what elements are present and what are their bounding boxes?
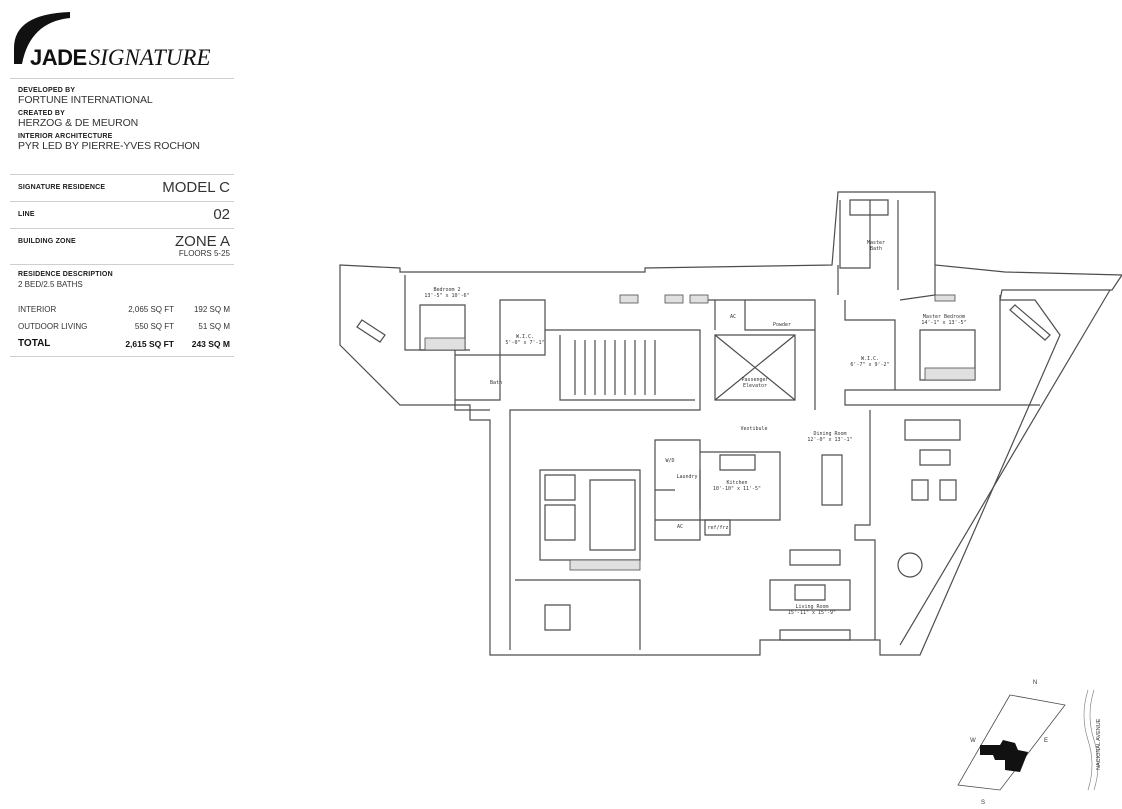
svg-text:13'-5" x 10'-6": 13'-5" x 10'-6" xyxy=(424,293,469,299)
divider xyxy=(10,264,234,265)
room-label-living: Living Room xyxy=(795,604,828,610)
room-label-bath: Bath xyxy=(490,380,502,386)
area-table: INTERIOR 2,065 SQ FT 192 SQ M OUTDOOR LI… xyxy=(18,301,230,352)
svg-text:5'-0" x 7'-1": 5'-0" x 7'-1" xyxy=(505,340,544,346)
logo-mark-icon xyxy=(14,12,70,64)
signature-residence-row: SIGNATURE RESIDENCE MODEL C xyxy=(10,175,234,201)
room-label-refrigerator: ref/frz xyxy=(707,525,728,531)
room-label-ac-top: AC xyxy=(730,314,736,320)
line-row: LINE 02 xyxy=(10,202,234,228)
compass-north: N xyxy=(1033,680,1037,686)
info-sidebar: JADESIGNATURE DEVELOPED BY FORTUNE INTER… xyxy=(10,8,234,357)
divider xyxy=(10,201,234,202)
building-zone-label: BUILDING ZONE xyxy=(18,238,76,245)
divider xyxy=(10,78,234,79)
room-label-ac-bottom: AC xyxy=(677,524,683,530)
room-label-master-bath: Master xyxy=(867,240,885,246)
plan-walls xyxy=(339,191,1122,656)
svg-text:15'-11" x 15'-9": 15'-11" x 15'-9" xyxy=(788,610,836,616)
room-label-kitchen: Kitchen xyxy=(726,480,747,486)
brand-name-light: SIGNATURE xyxy=(88,45,211,70)
area-row-outdoor: OUTDOOR LIVING 550 SQ FT 51 SQ M xyxy=(18,322,230,331)
credit-label-interior: INTERIOR ARCHITECTURE xyxy=(18,133,113,140)
room-label-wd: W/D xyxy=(665,458,674,464)
room-label-laundry: Laundry xyxy=(676,474,697,480)
room-label-wic-bedroom-2: W.I.C. xyxy=(516,334,534,340)
room-label-wic-master: W.I.C. xyxy=(861,356,879,362)
building-zone-row: BUILDING ZONE ZONE A FLOORS 5-25 xyxy=(10,229,234,264)
svg-text:6'-7" x 9'-2": 6'-7" x 9'-2" xyxy=(850,362,889,368)
divider xyxy=(10,174,234,175)
line-label: LINE xyxy=(18,211,35,218)
credit-label-developer: DEVELOPED BY xyxy=(18,87,76,94)
room-label-elevator: Passenger xyxy=(741,377,768,383)
site-outline xyxy=(957,694,1066,791)
zone-value: ZONE A xyxy=(174,233,230,250)
residence-description-value: 2 BED/2.5 BATHS xyxy=(18,280,83,289)
svg-text:12'-0" x 13'-1": 12'-0" x 13'-1" xyxy=(807,437,852,443)
plan-fixtures xyxy=(424,294,976,571)
room-label-bedroom-2: Bedroom 2 xyxy=(433,287,460,293)
room-label-vestibule: Vestibule xyxy=(740,426,767,432)
unit-location-marker xyxy=(980,740,1028,772)
brand-name-strong: JADE xyxy=(30,45,87,70)
residence-description-block: RESIDENCE DESCRIPTION 2 BED/2.5 BATHS IN… xyxy=(10,265,234,356)
divider xyxy=(10,228,234,229)
street-label: NACIONAL AVENUE xyxy=(1096,718,1102,770)
credit-value-interior: PYR LED BY PIERRE-YVES ROCHON xyxy=(18,140,200,152)
shoreline xyxy=(1083,689,1093,791)
room-labels: Master Bath Master Bedroom 14'-1" x 13'-… xyxy=(424,240,966,616)
signature-residence-label: SIGNATURE RESIDENCE xyxy=(18,184,106,191)
room-label-dining: Dining Room xyxy=(813,431,846,437)
area-row-interior: INTERIOR 2,065 SQ FT 192 SQ M xyxy=(18,305,230,314)
compass-south: S xyxy=(981,800,985,806)
area-row-total: TOTAL 2,615 SQ FT 243 SQ M xyxy=(18,338,230,349)
svg-text:Elevator: Elevator xyxy=(743,383,767,389)
credit-label-architect: CREATED BY xyxy=(18,110,65,117)
floors-value: FLOORS 5-25 xyxy=(178,249,230,258)
room-label-powder: Powder xyxy=(773,322,791,328)
brand-logo: JADESIGNATURE xyxy=(10,8,234,78)
svg-text:10'-10" x 11'-5": 10'-10" x 11'-5" xyxy=(713,486,761,492)
compass-east: E xyxy=(1044,738,1048,744)
svg-text:14'-1" x 13'-5": 14'-1" x 13'-5" xyxy=(921,320,966,326)
credits-block: DEVELOPED BY FORTUNE INTERNATIONAL CREAT… xyxy=(10,79,234,162)
divider xyxy=(10,356,234,357)
line-value: 02 xyxy=(213,206,230,223)
key-plan: N E S W NACIONAL AVENUE xyxy=(957,680,1102,806)
compass-west: W xyxy=(970,738,976,744)
svg-text:Bath: Bath xyxy=(870,246,882,252)
room-label-master-bedroom: Master Bedroom xyxy=(923,314,965,320)
model-value: MODEL C xyxy=(162,179,230,196)
credit-value-developer: FORTUNE INTERNATIONAL xyxy=(18,94,153,106)
credit-value-architect: HERZOG & DE MEURON xyxy=(18,117,139,129)
residence-description-label: RESIDENCE DESCRIPTION xyxy=(18,271,113,278)
